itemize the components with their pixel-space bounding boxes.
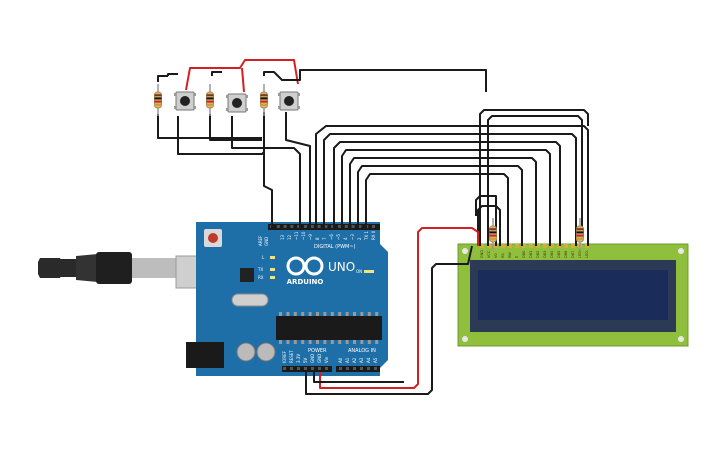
on-label: ON [356,269,362,274]
resistor [489,218,497,250]
tx-label: TX [257,267,263,272]
digital-pin-label: 7 [322,237,327,240]
analog-pin-label: A2 [352,357,357,363]
power-label: POWER [308,348,327,354]
lcd-pin-label: LED- [585,249,589,258]
lcd-pin[interactable] [508,244,512,248]
analog-pin-label: A5 [373,357,378,363]
brand-label: ARDUINO [287,278,324,286]
lcd-pin-label: DB4 [550,250,554,258]
digital-header-label: DIGITAL (PWM~) [314,244,356,250]
lcd-pin-label: RS [501,253,505,258]
power-pin-label: GND [310,354,315,363]
digital-pin-label: ~5 [336,234,341,240]
crystal [231,293,269,307]
lcd-pin-label: E [515,256,519,258]
digital-pin-label: ~9 [308,234,313,240]
push-buttons[interactable] [174,91,300,113]
capacitor-2 [256,342,276,362]
usb-chip [240,268,254,282]
led-rx [270,276,275,279]
push-button-3[interactable] [278,91,300,111]
lcd-pin-label: DB7 [571,251,575,258]
lcd-pin[interactable] [550,244,554,248]
power-pin-label: 5V [303,357,308,363]
lcd-pin-label: LED+ [578,248,582,258]
digital-pin-label: 12 [287,234,292,240]
analog-pin-label: A4 [366,357,371,363]
power-pin-label: 3.3V [296,354,301,363]
led-l [270,256,275,259]
lcd-pin[interactable] [564,244,568,248]
capacitor-1 [236,342,256,362]
lcd-screen [478,270,668,320]
lcd-pin[interactable] [571,244,575,248]
lcd-pin[interactable] [536,244,540,248]
lcd-pin[interactable] [501,244,505,248]
led-on [364,270,374,273]
digital-pin-label: ~3 [350,234,355,240]
analog-pin-label: A1 [345,357,350,363]
resistor [206,84,214,116]
resistor [154,84,162,116]
l-label: L [262,255,265,260]
digital-pin-label: 2 [357,237,362,240]
digital-pin-label: 8 [315,237,320,240]
lcd-pin-label: DB3 [543,251,547,258]
analog-pin-label: A3 [359,357,364,363]
wires [157,59,589,395]
lcd-pin[interactable] [529,244,533,248]
analog-pin-label: A0 [338,357,343,363]
analog-header[interactable] [336,366,380,372]
digital-pin-label: 13 [280,234,285,240]
digital-pin-label: ~11 [294,231,299,240]
lcd-pin-label: VCC [487,250,491,258]
digital-pin-label: TX 1 [364,231,369,241]
digital-pin-label: RX 0 [371,230,376,240]
lcd-pin[interactable] [543,244,547,248]
lcd-pin-label: GND [480,250,484,258]
lcd-pin-label: RW [508,252,512,258]
resistors [154,84,584,250]
resistor [260,84,268,116]
lcd-pin[interactable] [480,244,484,248]
lcd-pin-label: DB5 [557,251,561,258]
power-pin-label: GND [317,354,322,363]
power-pin-label: Vin [324,356,329,363]
power-jack [186,342,224,368]
digital-pin-label: ~10 [301,231,306,240]
led-tx [270,268,275,271]
lcd-pin-label: DB1 [529,251,533,258]
board-model-label: UNO [328,260,355,274]
lcd-pin[interactable] [515,244,519,248]
lcd-pin-label: DB2 [536,251,540,258]
lcd-pin-label: DB6 [564,251,568,258]
gnd-label: GND [264,237,269,246]
aref-label: AREF [258,235,263,246]
usb-cable [38,252,211,289]
digital-pin-label: ~6 [329,234,334,240]
lcd-pin-label: V0 [494,253,498,258]
arduino-logo: ARDUINO [286,256,324,286]
lcd-pin[interactable] [522,244,526,248]
atmega-chip [276,316,382,340]
push-button-2[interactable] [226,93,248,113]
lcd-pin-label: DB0 [522,251,526,258]
push-button-1[interactable] [174,91,196,111]
digital-pin-label: 4 [343,237,348,240]
power-pin-label: RESET [289,350,294,363]
analog-label: ANALOG IN [348,348,376,354]
resistor [576,218,584,250]
power-pin-label: IOREF [282,350,287,363]
rx-label: RX [258,275,264,280]
